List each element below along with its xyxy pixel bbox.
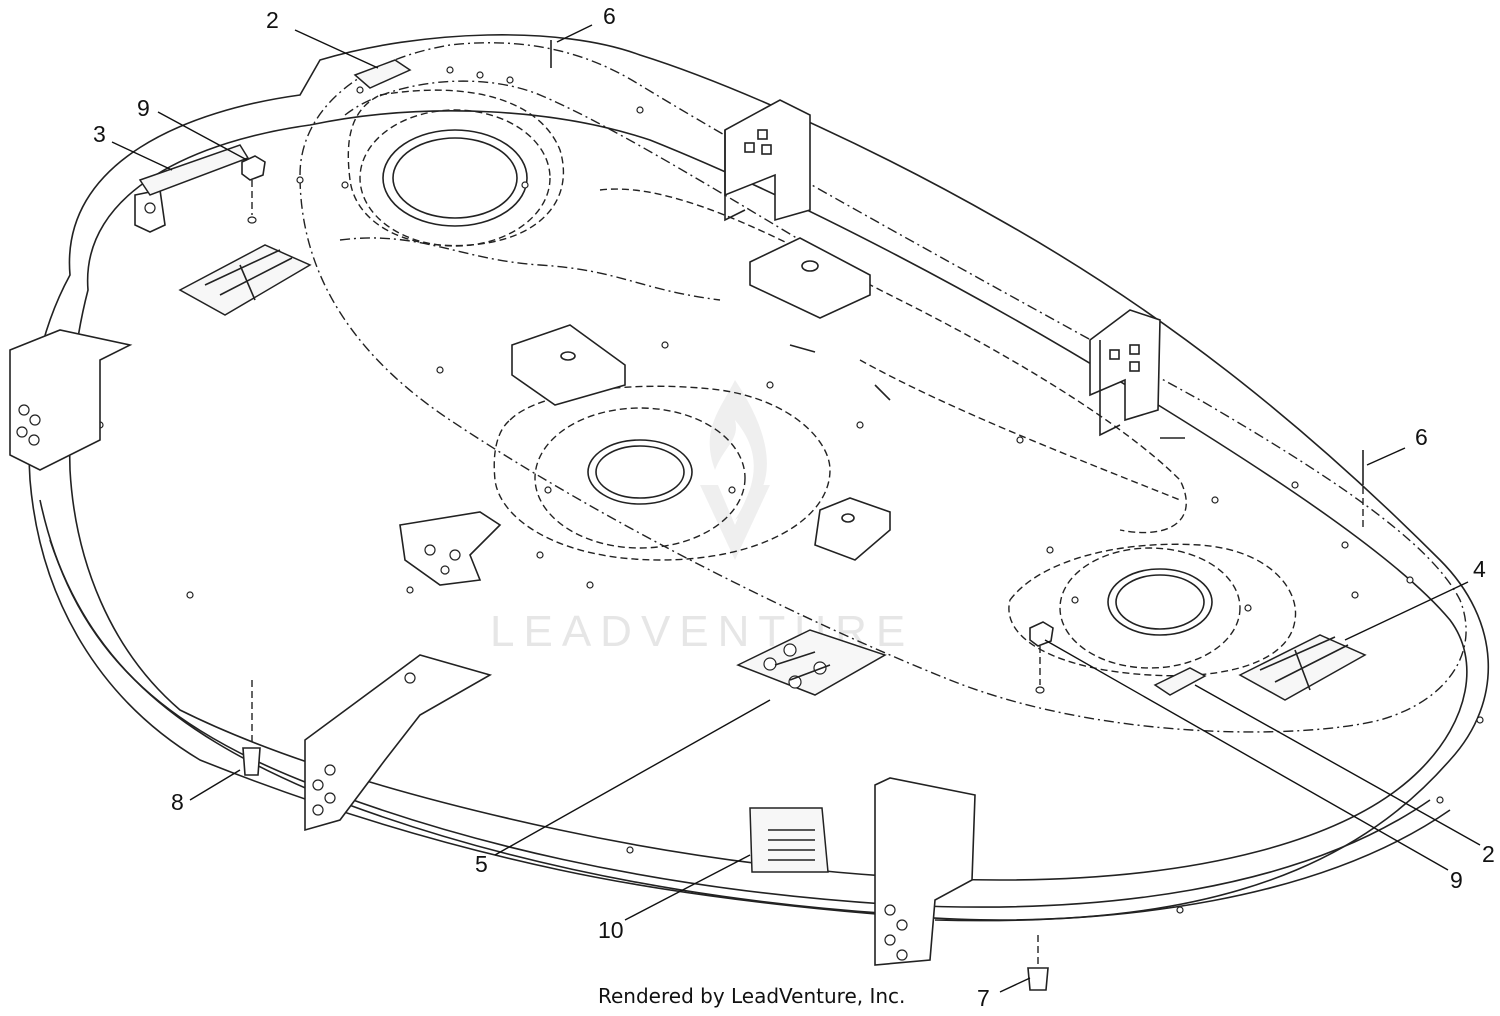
- callout-10: 10: [598, 917, 624, 943]
- callout-6-top: 6: [603, 3, 616, 29]
- callout-9-left: 9: [137, 95, 150, 121]
- decal-safety-left: [178, 244, 312, 316]
- callout-8: 8: [171, 789, 184, 815]
- decal-cut-height: [749, 807, 829, 873]
- callout-2-right: 2: [1482, 841, 1495, 867]
- decal-warning-side: [138, 144, 250, 196]
- rear-bracket-left: [724, 99, 811, 222]
- deck-shell: [28, 34, 1489, 922]
- callout-9-right: 9: [1450, 867, 1463, 893]
- callout-labels: 2 6 9 3 6 4 8 5 10 9 2 7: [93, 3, 1495, 1011]
- deck-top-outline: [299, 42, 1467, 733]
- callout-2-top: 2: [266, 7, 279, 33]
- leader-lines: [111, 24, 1481, 993]
- callout-5: 5: [475, 851, 488, 877]
- callout-7: 7: [977, 985, 990, 1011]
- callout-4: 4: [1473, 556, 1486, 582]
- rear-bracket-right: [1089, 309, 1161, 437]
- callout-6-right: 6: [1415, 424, 1428, 450]
- decal-belt-routing: [736, 629, 887, 696]
- front-brackets: [9, 189, 976, 966]
- footer-credit: Rendered by LeadVenture, Inc.: [598, 984, 905, 1008]
- hardware: [241, 40, 1364, 991]
- center-brackets: [399, 237, 891, 586]
- decal-safety-right: [1238, 634, 1367, 701]
- decal-danger-front: [1153, 667, 1207, 696]
- decal-danger-top: [353, 59, 412, 89]
- spindle-openings: [359, 109, 1241, 669]
- deck-holes: [96, 66, 1484, 914]
- callout-3: 3: [93, 121, 106, 147]
